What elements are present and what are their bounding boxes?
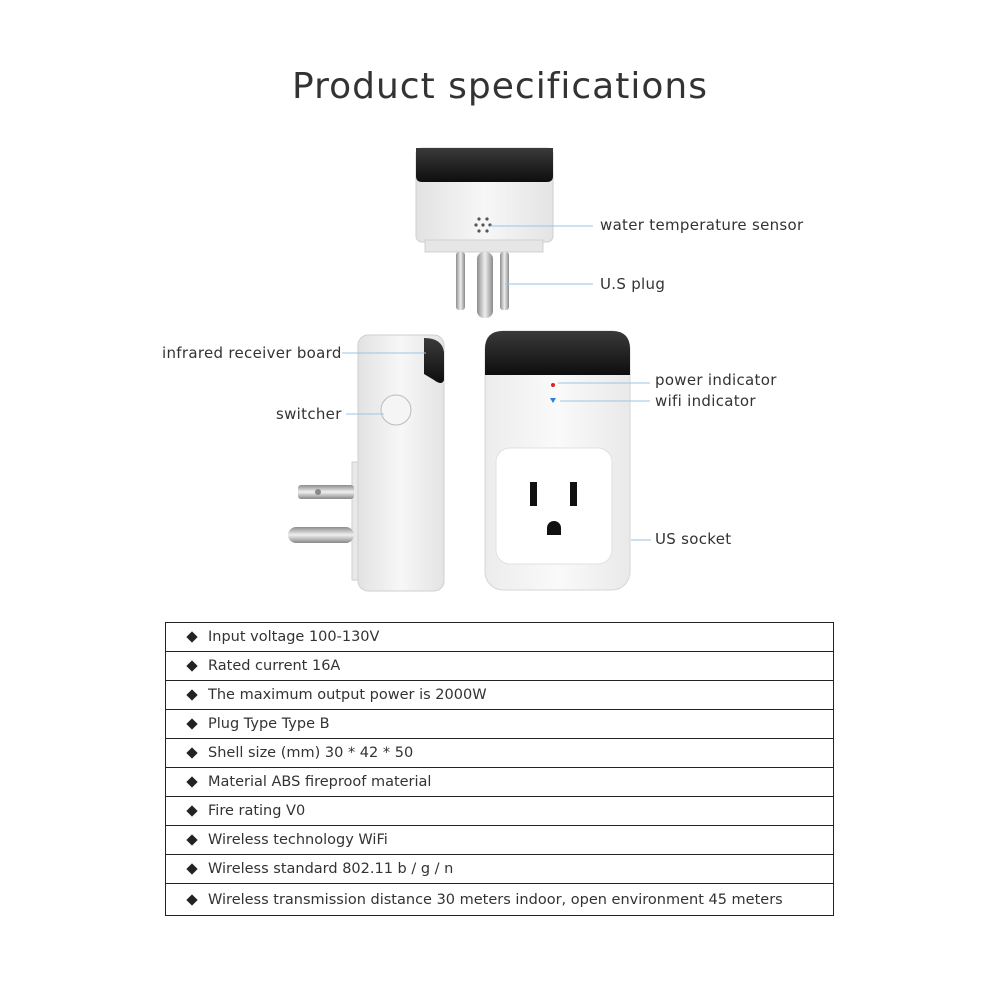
diamond-bullet-icon (186, 834, 198, 846)
diamond-bullet-icon (186, 718, 198, 730)
top-device (415, 147, 554, 318)
diamond-bullet-icon (186, 631, 198, 643)
callout-us-plug: U.S plug (600, 275, 666, 293)
diamond-bullet-icon (186, 863, 198, 875)
power-led-icon (551, 383, 555, 387)
spec-text: Fire rating V0 (208, 803, 306, 819)
spec-row: Plug Type Type B (166, 710, 833, 739)
wifi-led-icon (550, 398, 556, 403)
side-pin-ground (288, 527, 354, 543)
callout-wifi-indicator: wifi indicator (655, 392, 756, 410)
spec-row: Wireless transmission distance 30 meters… (166, 884, 833, 916)
spec-row: Wireless standard 802.11 b / g / n (166, 855, 833, 884)
spec-text: Wireless standard 802.11 b / g / n (208, 861, 454, 877)
sensor-holes-icon (474, 217, 492, 233)
spec-row: Fire rating V0 (166, 797, 833, 826)
spec-table: Input voltage 100-130V Rated current 16A… (165, 622, 834, 916)
front-device (484, 330, 631, 591)
side-pin-flat (298, 485, 354, 499)
spec-text: Wireless transmission distance 30 meters… (208, 891, 783, 908)
spec-text: Rated current 16A (208, 658, 341, 674)
diamond-bullet-icon (186, 776, 198, 788)
plug-pin-left (456, 252, 465, 310)
spec-row: Wireless technology WiFi (166, 826, 833, 855)
side-device (288, 334, 445, 592)
socket-slot-right (570, 482, 577, 506)
diamond-bullet-icon (186, 805, 198, 817)
spec-text: Plug Type Type B (208, 716, 330, 732)
page-title: Product specifications (292, 66, 708, 107)
spec-text: Wireless technology WiFi (208, 832, 388, 848)
callout-power-indicator: power indicator (655, 371, 777, 389)
spec-text: Input voltage 100-130V (208, 629, 380, 645)
diamond-bullet-icon (186, 689, 198, 701)
spec-row: Shell size (mm) 30 * 42 * 50 (166, 739, 833, 768)
socket-face (495, 447, 613, 565)
spec-text: Material ABS fireproof material (208, 774, 432, 790)
plug-pin-right (500, 252, 509, 310)
callout-us-socket: US socket (655, 530, 732, 548)
plug-pin-ground (477, 252, 493, 318)
diamond-bullet-icon (186, 893, 198, 906)
callout-water-sensor: water temperature sensor (600, 216, 804, 234)
spec-row: The maximum output power is 2000W (166, 681, 833, 710)
callout-infrared: infrared receiver board (162, 344, 342, 362)
switcher-button-icon (380, 394, 412, 426)
leader-lines (342, 225, 651, 541)
spec-row: Rated current 16A (166, 652, 833, 681)
product-illustration (288, 147, 651, 592)
callout-switcher: switcher (276, 405, 342, 423)
diamond-bullet-icon (186, 747, 198, 759)
spec-row: Input voltage 100-130V (166, 623, 833, 652)
spec-text: The maximum output power is 2000W (208, 687, 487, 703)
socket-ground-hole (547, 521, 561, 535)
spec-text: Shell size (mm) 30 * 42 * 50 (208, 745, 414, 761)
diamond-bullet-icon (186, 660, 198, 672)
socket-slot-left (530, 482, 537, 506)
spec-row: Material ABS fireproof material (166, 768, 833, 797)
